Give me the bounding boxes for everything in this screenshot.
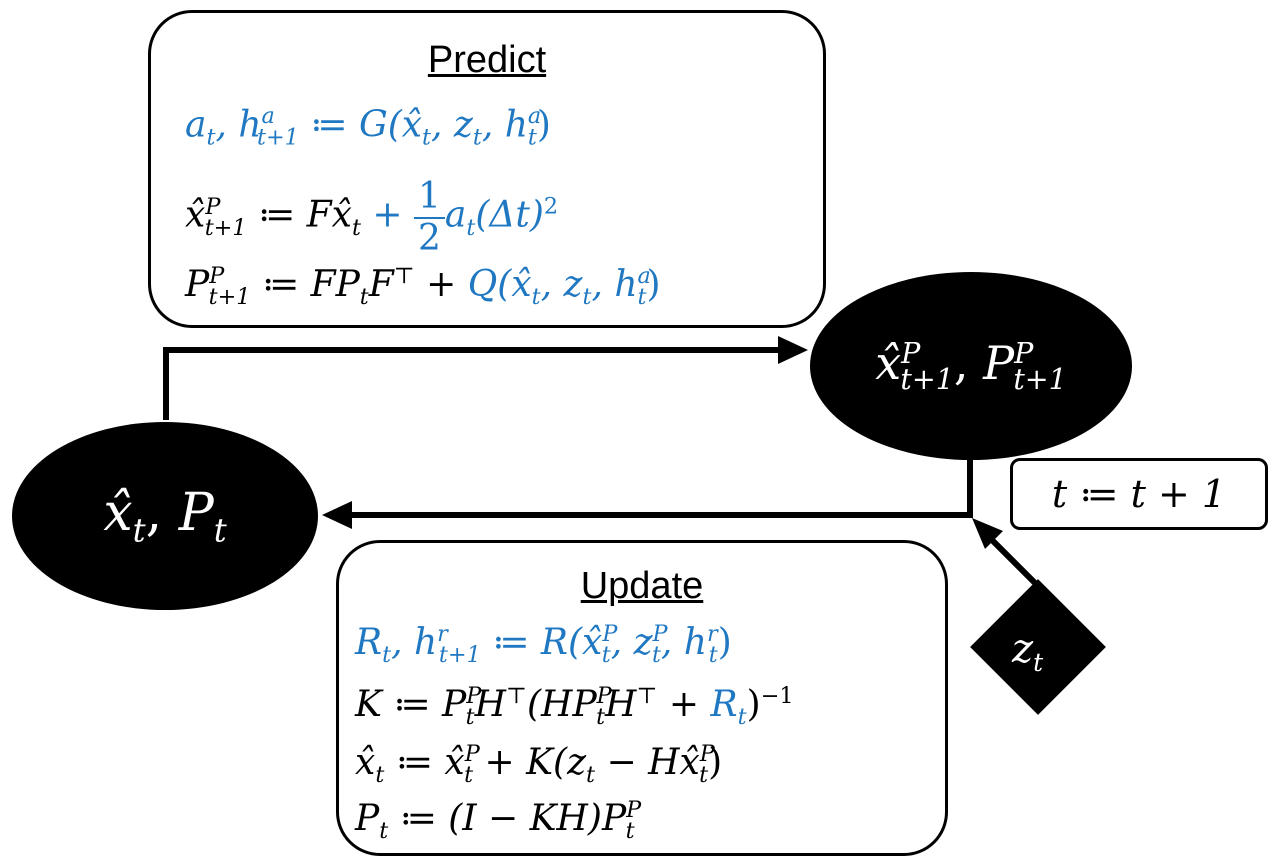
predicted-state-node: x̂Pt+1, PPt+1 — [810, 272, 1132, 460]
update-arrowhead — [322, 501, 352, 529]
predict-title: Predict — [427, 39, 547, 81]
predict-box: Predict at, hat+1 ≔ G(x̂t, zt, hat) x̂Pt… — [148, 10, 826, 328]
predict-eq-action: at, hat+1 ≔ G(x̂t, zt, hat) — [185, 103, 551, 151]
current-state-node: x̂t, Pt — [12, 422, 318, 610]
update-box: Update Rt, hrt+1 ≔ R(x̂Pt, zPt, hrt) K ≔… — [336, 540, 948, 856]
measurement-arrowhead — [972, 518, 1003, 549]
update-eq-gain: K ≔ PPtH⊤(HPPtH⊤ + Rt)−1 — [355, 683, 794, 731]
time-increment-box: t ≔ t + 1 — [1010, 458, 1268, 530]
time-increment-text: t ≔ t + 1 — [1051, 472, 1227, 516]
update-eq-noise: Rt, hrt+1 ≔ R(x̂Pt, zPt, hrt) — [355, 621, 732, 669]
update-arrow — [350, 458, 973, 518]
update-eq-state: x̂t ≔ x̂Pt + K(zt − Hx̂Pt) — [355, 741, 723, 789]
measurement-arrow — [987, 535, 1043, 591]
predict-arrowhead — [778, 336, 808, 364]
predict-arrow — [163, 347, 780, 420]
update-title: Update — [580, 565, 704, 607]
measurement-label: zt — [1012, 626, 1044, 677]
update-eq-covariance: Pt ≔ (I − KH)PPt — [355, 797, 642, 845]
predict-eq-covariance: PPt+1 ≔ FPtF⊤ + Q(x̂t, zt, hat) — [185, 263, 661, 311]
